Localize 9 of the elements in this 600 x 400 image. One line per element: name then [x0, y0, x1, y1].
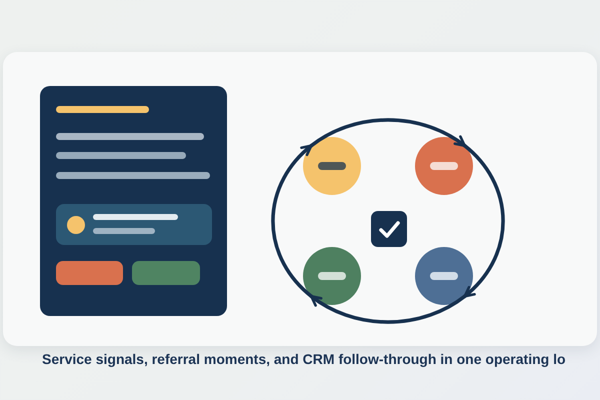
step-circle — [303, 137, 361, 195]
step-circle — [303, 247, 361, 305]
cycle-arrow — [271, 144, 314, 298]
cycle-arrow — [310, 294, 466, 324]
step-circle — [415, 247, 473, 305]
cycle-arrow — [462, 144, 505, 298]
cycle-arrow — [310, 118, 466, 148]
step-circle — [415, 137, 473, 195]
caption: Service signals, referral moments, and CRM follow-through in one operating lo — [42, 350, 567, 368]
